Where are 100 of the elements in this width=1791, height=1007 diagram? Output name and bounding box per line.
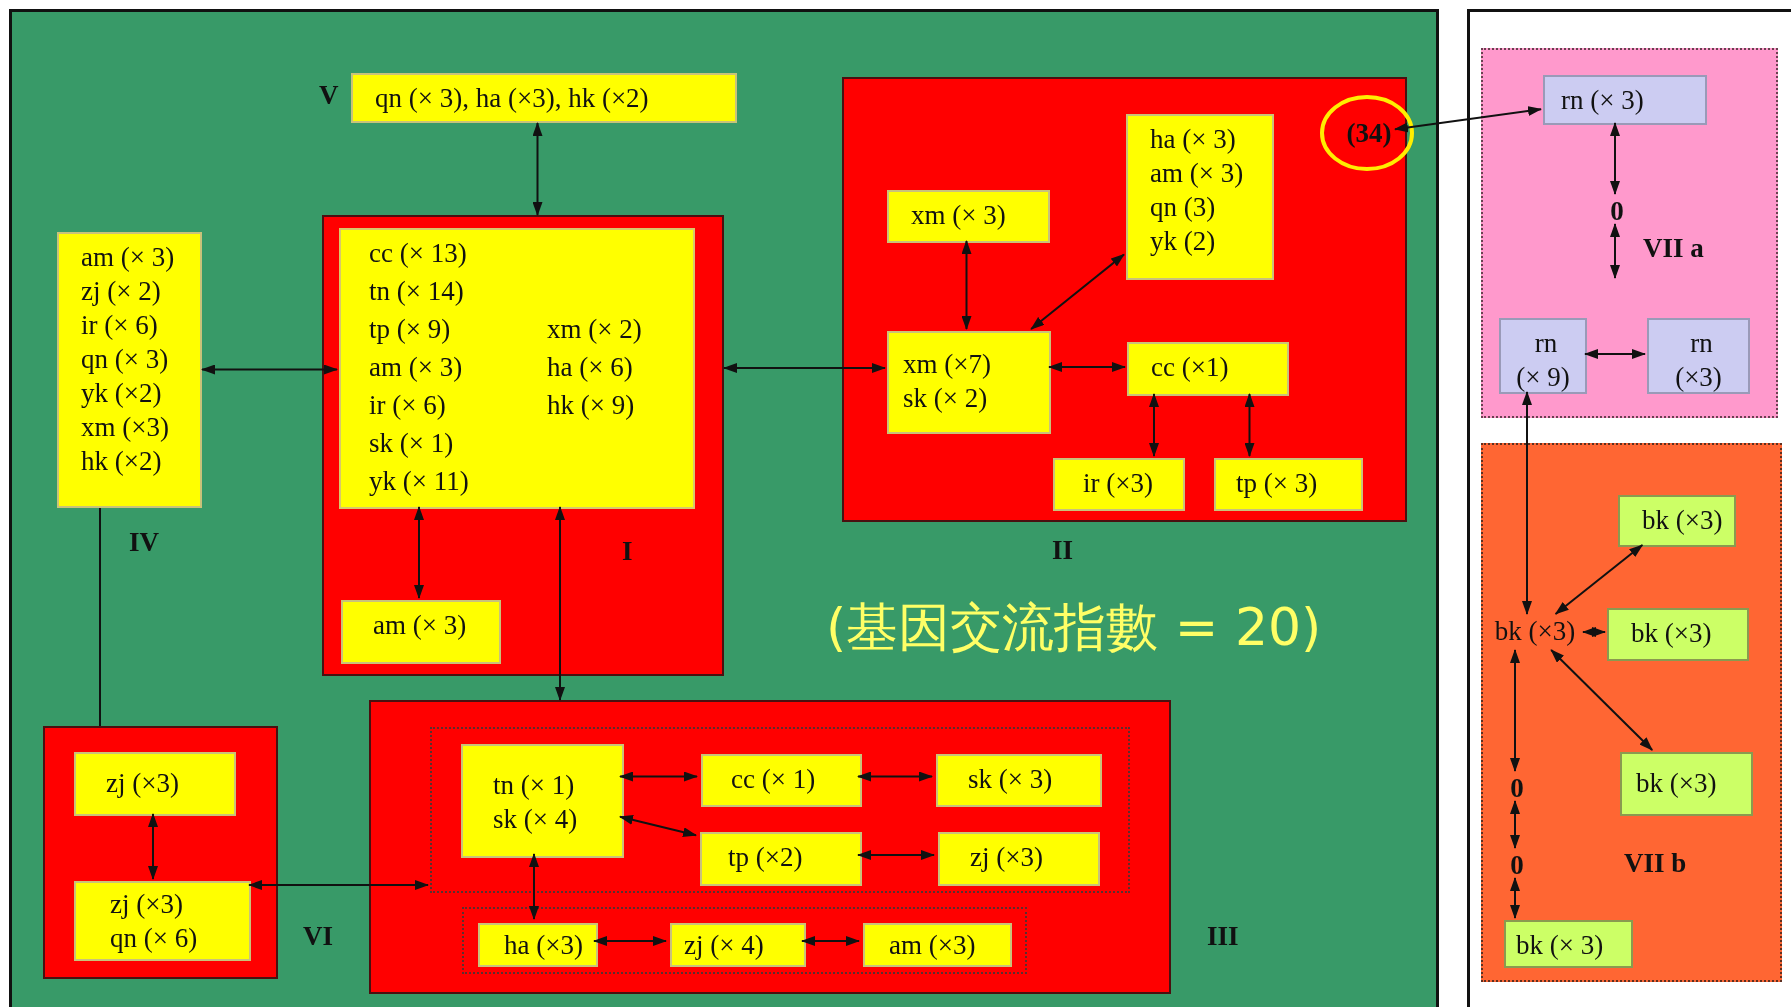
haplotype-text: zj (×3) xyxy=(110,888,184,921)
arrow xyxy=(1048,362,1126,372)
population-panel xyxy=(322,215,724,676)
arrow xyxy=(1584,349,1646,359)
haplotype-box xyxy=(1499,318,1587,394)
haplotype-box xyxy=(936,754,1102,807)
haplotype-text: tp (×2) xyxy=(728,841,804,874)
arrow xyxy=(1522,391,1532,615)
arrow xyxy=(857,850,935,860)
arrow xyxy=(1030,253,1125,330)
haplotype-box xyxy=(478,923,598,967)
arrow xyxy=(1550,649,1654,751)
haplotype-box xyxy=(1214,458,1363,511)
haplotype-text: ir (× 6) xyxy=(81,309,159,342)
haplotype-text: tn (× 1) xyxy=(493,769,576,802)
population-label: III xyxy=(1207,920,1239,952)
gene-flow-note: (基因交流指數 = 20) xyxy=(826,596,1322,659)
haplotype-text: hk (×2) xyxy=(81,445,163,478)
arrow xyxy=(857,771,933,782)
haplotype-text: tp (× 3) xyxy=(1236,467,1319,500)
haplotype-box xyxy=(339,228,695,509)
population-panel xyxy=(1481,48,1778,418)
population-panel xyxy=(1481,443,1782,982)
arrow xyxy=(1510,877,1520,919)
arrow xyxy=(1244,393,1255,457)
haplotype-box xyxy=(1543,75,1707,125)
haplotype-box xyxy=(1647,318,1750,394)
arrow xyxy=(1610,122,1620,195)
haplotype-text: ha (× 3) xyxy=(1150,123,1237,156)
arrow xyxy=(201,364,338,375)
haplotype-text: tp (× 9) xyxy=(369,313,452,346)
haplotype-text: zj (×3) xyxy=(106,767,180,800)
arrow xyxy=(1510,800,1520,849)
count-label: 0 xyxy=(1505,850,1529,880)
arrow xyxy=(801,936,860,946)
haplotype-text: am (×3) xyxy=(889,929,977,962)
haplotype-text: qn (× 6) xyxy=(110,922,199,955)
arrow xyxy=(555,506,565,701)
arrow xyxy=(1610,223,1620,279)
haplotype-box xyxy=(1618,495,1736,547)
haplotype-text: sk (× 4) xyxy=(493,803,579,836)
arrow xyxy=(619,815,697,838)
haplotype-text: am (× 3) xyxy=(373,609,468,642)
haplotype-box xyxy=(938,832,1100,886)
arrow xyxy=(1554,544,1644,615)
haplotype-box xyxy=(1126,114,1274,280)
haplotype-text: sk (× 3) xyxy=(968,763,1054,796)
haplotype-text: xm (×3) xyxy=(81,411,170,444)
haplotype-box xyxy=(74,881,251,961)
haplotype-text: zj (×3) xyxy=(970,841,1044,874)
arrow xyxy=(961,240,972,330)
arrow xyxy=(1582,627,1606,637)
haplotype-box xyxy=(1607,608,1749,661)
haplotype-text: ir (× 6) xyxy=(369,389,447,422)
haplotype-text: zj (× 4) xyxy=(684,929,765,962)
arrow xyxy=(619,771,698,782)
arrow xyxy=(1394,106,1542,133)
haplotype-text: sk (× 2) xyxy=(903,382,989,415)
arrow xyxy=(529,853,539,920)
haplotype-box xyxy=(1053,458,1185,511)
arrow xyxy=(248,880,429,890)
haplotype-box xyxy=(887,190,1050,243)
population-label: I xyxy=(622,535,633,567)
arrow xyxy=(723,363,886,373)
haplotype-text: xm (× 2) xyxy=(547,313,642,346)
haplotype-text: qn (3) xyxy=(1150,191,1217,224)
arrow xyxy=(414,506,424,599)
arrow xyxy=(532,122,543,216)
haplotype-box xyxy=(1127,342,1289,396)
haplotype-text: am (× 3) xyxy=(1150,157,1245,190)
haplotype-text: qn (× 3) xyxy=(81,343,170,376)
group-outline xyxy=(430,727,1130,893)
haplotype-text: cc (×1) xyxy=(1151,351,1230,384)
arrow xyxy=(1510,649,1520,772)
haplotype-text: zj (× 2) xyxy=(81,275,162,308)
haplotype-box xyxy=(863,923,1012,967)
haplotype-text: yk (× 11) xyxy=(369,465,470,498)
haplotype-box xyxy=(670,923,806,967)
haplotype-text: bk (× 3) xyxy=(1516,929,1605,962)
haplotype-text: qn (× 3), ha (×3), hk (×2) xyxy=(375,82,650,115)
haplotype-text: yk (2) xyxy=(1150,225,1217,258)
haplotype-text: bk (×3) xyxy=(1642,504,1724,537)
haplotype-text: bk (×3) xyxy=(1631,617,1713,650)
arrow xyxy=(1149,393,1159,457)
haplotype-text: bk (×3) xyxy=(1636,767,1718,800)
haplotype-box xyxy=(700,832,862,886)
haplotype-text: cc (× 1) xyxy=(731,763,817,796)
haplotype-text: yk (×2) xyxy=(81,377,163,410)
count-label: 0 xyxy=(1505,773,1529,803)
population-label: VII a xyxy=(1643,232,1704,264)
haplotype-text: rn (× 3) xyxy=(1561,84,1645,117)
population-label: V xyxy=(319,79,339,111)
haplotype-text: cc (× 13) xyxy=(369,237,468,270)
haplotype-label: (34) xyxy=(1341,118,1397,152)
haplotype-text: rn (× 9) xyxy=(1515,327,1571,394)
population-label: VII b xyxy=(1624,847,1687,879)
haplotype-text: xm (× 3) xyxy=(911,199,1007,232)
haplotype-text: ha (×3) xyxy=(504,929,584,962)
haplotype-text: ha (× 6) xyxy=(547,351,634,384)
count-label: 0 xyxy=(1605,196,1629,226)
